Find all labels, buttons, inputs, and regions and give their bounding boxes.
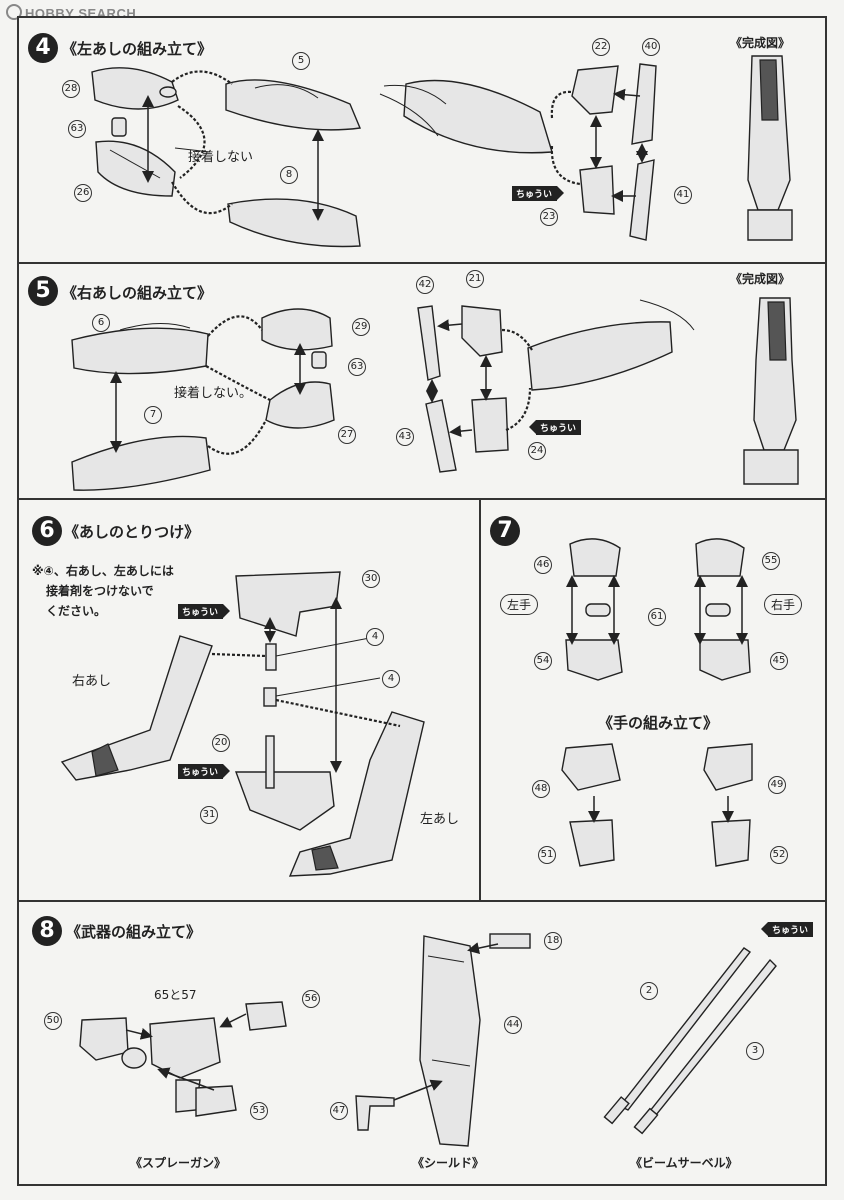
step4-number: 4 xyxy=(28,33,58,63)
part-number: 28 xyxy=(62,80,80,98)
part-number: 5 xyxy=(292,52,310,70)
spray-gun-caption: 《スプレーガン》 xyxy=(130,1156,227,1170)
left-leg-label: 左あし xyxy=(420,812,460,827)
part-number: 29 xyxy=(352,318,370,336)
step6-number: 6 xyxy=(32,516,62,546)
step6-warning-line-3: ください。 xyxy=(46,604,107,618)
step6-7-divider xyxy=(479,500,481,902)
part-number: 40 xyxy=(642,38,660,56)
step5-caution-tag: ちゅうい xyxy=(528,420,582,435)
step8-caution-tag: ちゅうい xyxy=(760,922,814,937)
part-number: 6 xyxy=(92,314,110,332)
part-number: 61 xyxy=(648,608,666,626)
step6-warning-line-2: 接着剤をつけないで xyxy=(46,584,154,598)
part-number: 21 xyxy=(466,270,484,288)
instruction-sheet xyxy=(17,16,827,1186)
part-number: 50 xyxy=(44,1012,62,1030)
left-hand-label: 左手 xyxy=(500,594,539,615)
step7-number: 7 xyxy=(490,516,520,546)
part-number: 48 xyxy=(532,780,550,798)
step8-title: 《武器の組み立て》 xyxy=(66,923,202,941)
part-number: 30 xyxy=(362,570,380,588)
part-number: 22 xyxy=(592,38,610,56)
part-number: 4 xyxy=(366,628,384,646)
right-hand-label: 右手 xyxy=(764,594,803,615)
part-number: 41 xyxy=(674,186,692,204)
part-number: 27 xyxy=(338,426,356,444)
step5-no-glue-note: 接着しない。 xyxy=(174,386,253,401)
step6-title: 《あしのとりつけ》 xyxy=(64,523,200,541)
step7-drawing xyxy=(561,538,753,867)
step5-completed-label: 《完成図》 xyxy=(730,272,791,286)
part-number: 2 xyxy=(640,982,658,1000)
part-number: 8 xyxy=(280,166,298,184)
step4-completed-label: 《完成図》 xyxy=(730,36,791,50)
part-number: 55 xyxy=(762,552,780,570)
part-number: 47 xyxy=(330,1102,348,1120)
part-number: 26 xyxy=(74,184,92,202)
part-number: 49 xyxy=(768,776,786,794)
step6-warning-line-1: ※④、右あし、左あしには xyxy=(32,564,174,578)
part-number: 53 xyxy=(250,1102,268,1120)
part-number: 43 xyxy=(396,428,414,446)
part-number: 45 xyxy=(770,652,788,670)
step8-number: 8 xyxy=(32,916,62,946)
step4-title: 《左あしの組み立て》 xyxy=(62,40,213,58)
part-number: 56 xyxy=(302,990,320,1008)
part-number: 20 xyxy=(212,734,230,752)
part-number: 24 xyxy=(528,442,546,460)
step6-7-panel xyxy=(17,500,827,902)
part-number: 63 xyxy=(68,120,86,138)
part-number: 3 xyxy=(746,1042,764,1060)
part-number: 31 xyxy=(200,806,218,824)
part-number: 54 xyxy=(534,652,552,670)
part-number: 51 xyxy=(538,846,556,864)
beam-saber-caption: 《ビームサーベル》 xyxy=(630,1156,738,1170)
step6-caution-tag-bottom: ちゅうい xyxy=(178,764,231,779)
step5-title: 《右あしの組み立て》 xyxy=(62,284,213,302)
step5-drawing xyxy=(71,297,799,491)
step6-caution-tag-top: ちゅうい xyxy=(178,604,231,619)
part-number: 18 xyxy=(544,932,562,950)
part-number: 44 xyxy=(504,1016,522,1034)
part-number: 63 xyxy=(348,358,366,376)
part-number: 7 xyxy=(144,406,162,424)
part-number: 46 xyxy=(534,556,552,574)
hand-assembly-subtitle: 《手の組み立て》 xyxy=(598,714,719,732)
part-number: 4 xyxy=(382,670,400,688)
part-number: 23 xyxy=(540,208,558,226)
right-leg-label: 右あし xyxy=(72,674,112,689)
step5-panel xyxy=(17,264,827,500)
step4-drawing xyxy=(91,55,793,248)
step4-no-glue-note: 接着しない xyxy=(188,150,254,165)
step4-panel xyxy=(17,16,827,264)
step4-caution-tag: ちゅうい xyxy=(512,186,565,201)
part-number: 52 xyxy=(770,846,788,864)
part-combo-65-57: 65と57 xyxy=(154,988,197,1002)
step6-drawing xyxy=(60,571,425,877)
shield-caption: 《シールド》 xyxy=(412,1156,485,1170)
step8-drawing xyxy=(79,933,777,1147)
step5-number: 5 xyxy=(28,276,58,306)
logo-icon xyxy=(6,4,22,20)
part-number: 42 xyxy=(416,276,434,294)
